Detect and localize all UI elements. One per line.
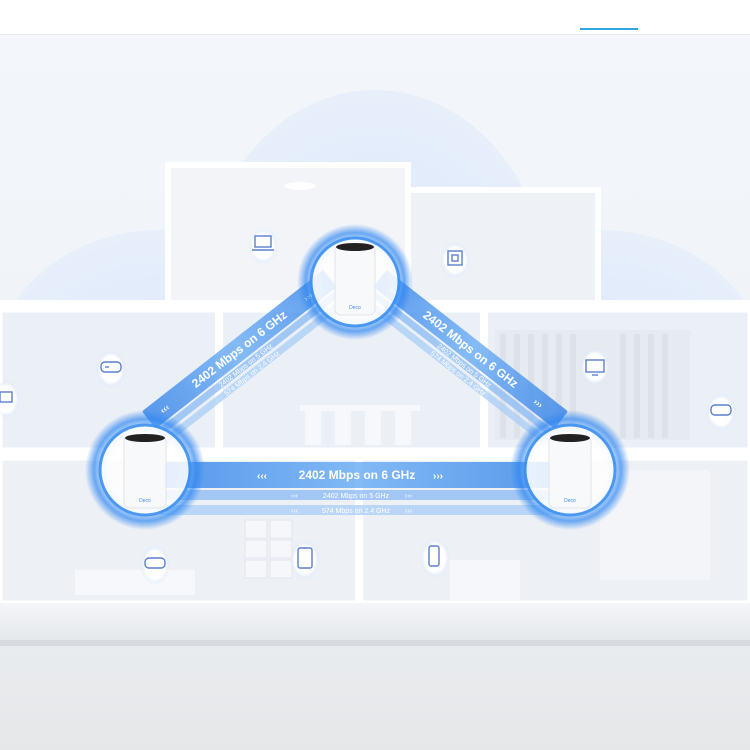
deco-node-top[interactable]: Deco bbox=[297, 224, 413, 340]
top-tab-indicator[interactable] bbox=[580, 28, 638, 30]
link-bottom: ‹‹‹ 2402 Mbps on 6 GHz ››› ‹‹‹ 2402 Mbps… bbox=[140, 462, 580, 515]
top-bar bbox=[0, 0, 750, 35]
gamepad-icon bbox=[96, 350, 126, 388]
link-bottom-main-label: 2402 Mbps on 6 GHz bbox=[299, 468, 416, 482]
tv-icon bbox=[580, 348, 610, 386]
deco-label-left: Deco bbox=[139, 498, 151, 504]
chevron-right-icon: ››› bbox=[405, 508, 413, 515]
phone-icon bbox=[420, 538, 450, 578]
link-bottom-sub1-label: 2402 Mbps on 5 GHz bbox=[323, 493, 390, 500]
laptop-icon bbox=[0, 380, 20, 418]
link-bottom-sub2-label: 574 Mbps on 2.4 GHz bbox=[322, 508, 391, 515]
gamepad-icon bbox=[140, 545, 170, 585]
deco-label-top: Deco bbox=[349, 305, 361, 311]
chevron-left-icon: ‹‹‹ bbox=[291, 493, 299, 500]
chevron-left-icon: ‹‹‹ bbox=[291, 508, 299, 515]
laptop-icon bbox=[248, 228, 278, 264]
gamepad-icon bbox=[706, 393, 736, 431]
deco-node-right[interactable]: Deco bbox=[510, 410, 630, 530]
chevron-left-icon: ‹‹‹ bbox=[257, 471, 267, 482]
smart-home-icon bbox=[440, 242, 470, 278]
chevron-right-icon: ››› bbox=[433, 471, 443, 482]
deco-node-left[interactable]: Deco bbox=[85, 410, 205, 530]
chevron-right-icon: ››› bbox=[405, 493, 413, 500]
tablet-icon bbox=[290, 540, 320, 580]
deco-label-right: Deco bbox=[564, 498, 576, 504]
